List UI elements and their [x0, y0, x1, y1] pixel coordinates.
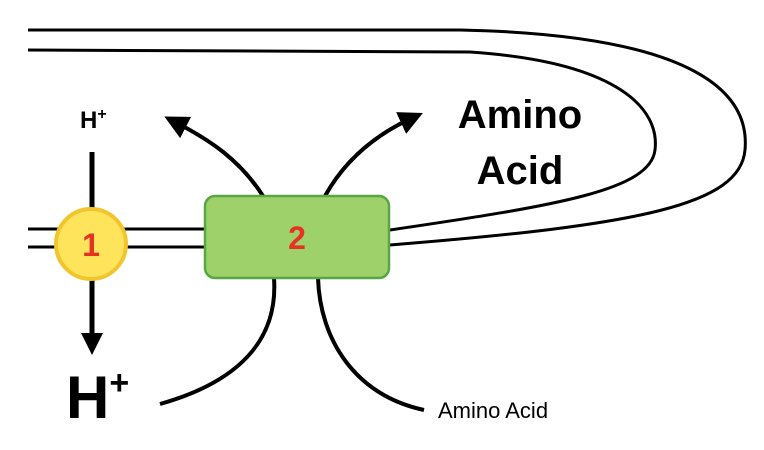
amino-acid-top-label-line1: Amino: [458, 93, 582, 137]
amino-acid-bottom-label: Amino Acid: [438, 398, 548, 423]
amino-acid-exit-arrow: [323, 112, 423, 197]
h-plus-bottom-sup: +: [109, 364, 129, 402]
amino-acid-top-label-line2: Acid: [477, 149, 564, 193]
amino-acid-symporter: 2: [203, 194, 391, 280]
transporter-flows: [159, 112, 425, 412]
proton-arrowhead: [81, 333, 103, 355]
amino-acid-entry-curve: [316, 277, 425, 412]
transporter-number: 2: [288, 220, 306, 256]
pump-number: 1: [82, 227, 100, 263]
proton-exit-arrow: [164, 116, 265, 198]
membrane-outer-line: [28, 28, 747, 247]
proton-flow-arrow: [81, 152, 103, 355]
proton-pump: 1: [54, 207, 128, 281]
h-plus-top-sup: +: [97, 106, 106, 123]
membrane-inner-line: [27, 48, 657, 232]
h-plus-top-label: H+: [80, 106, 107, 134]
h-plus-bottom-label: H+: [66, 364, 129, 431]
proton-entry-curve: [159, 277, 277, 406]
